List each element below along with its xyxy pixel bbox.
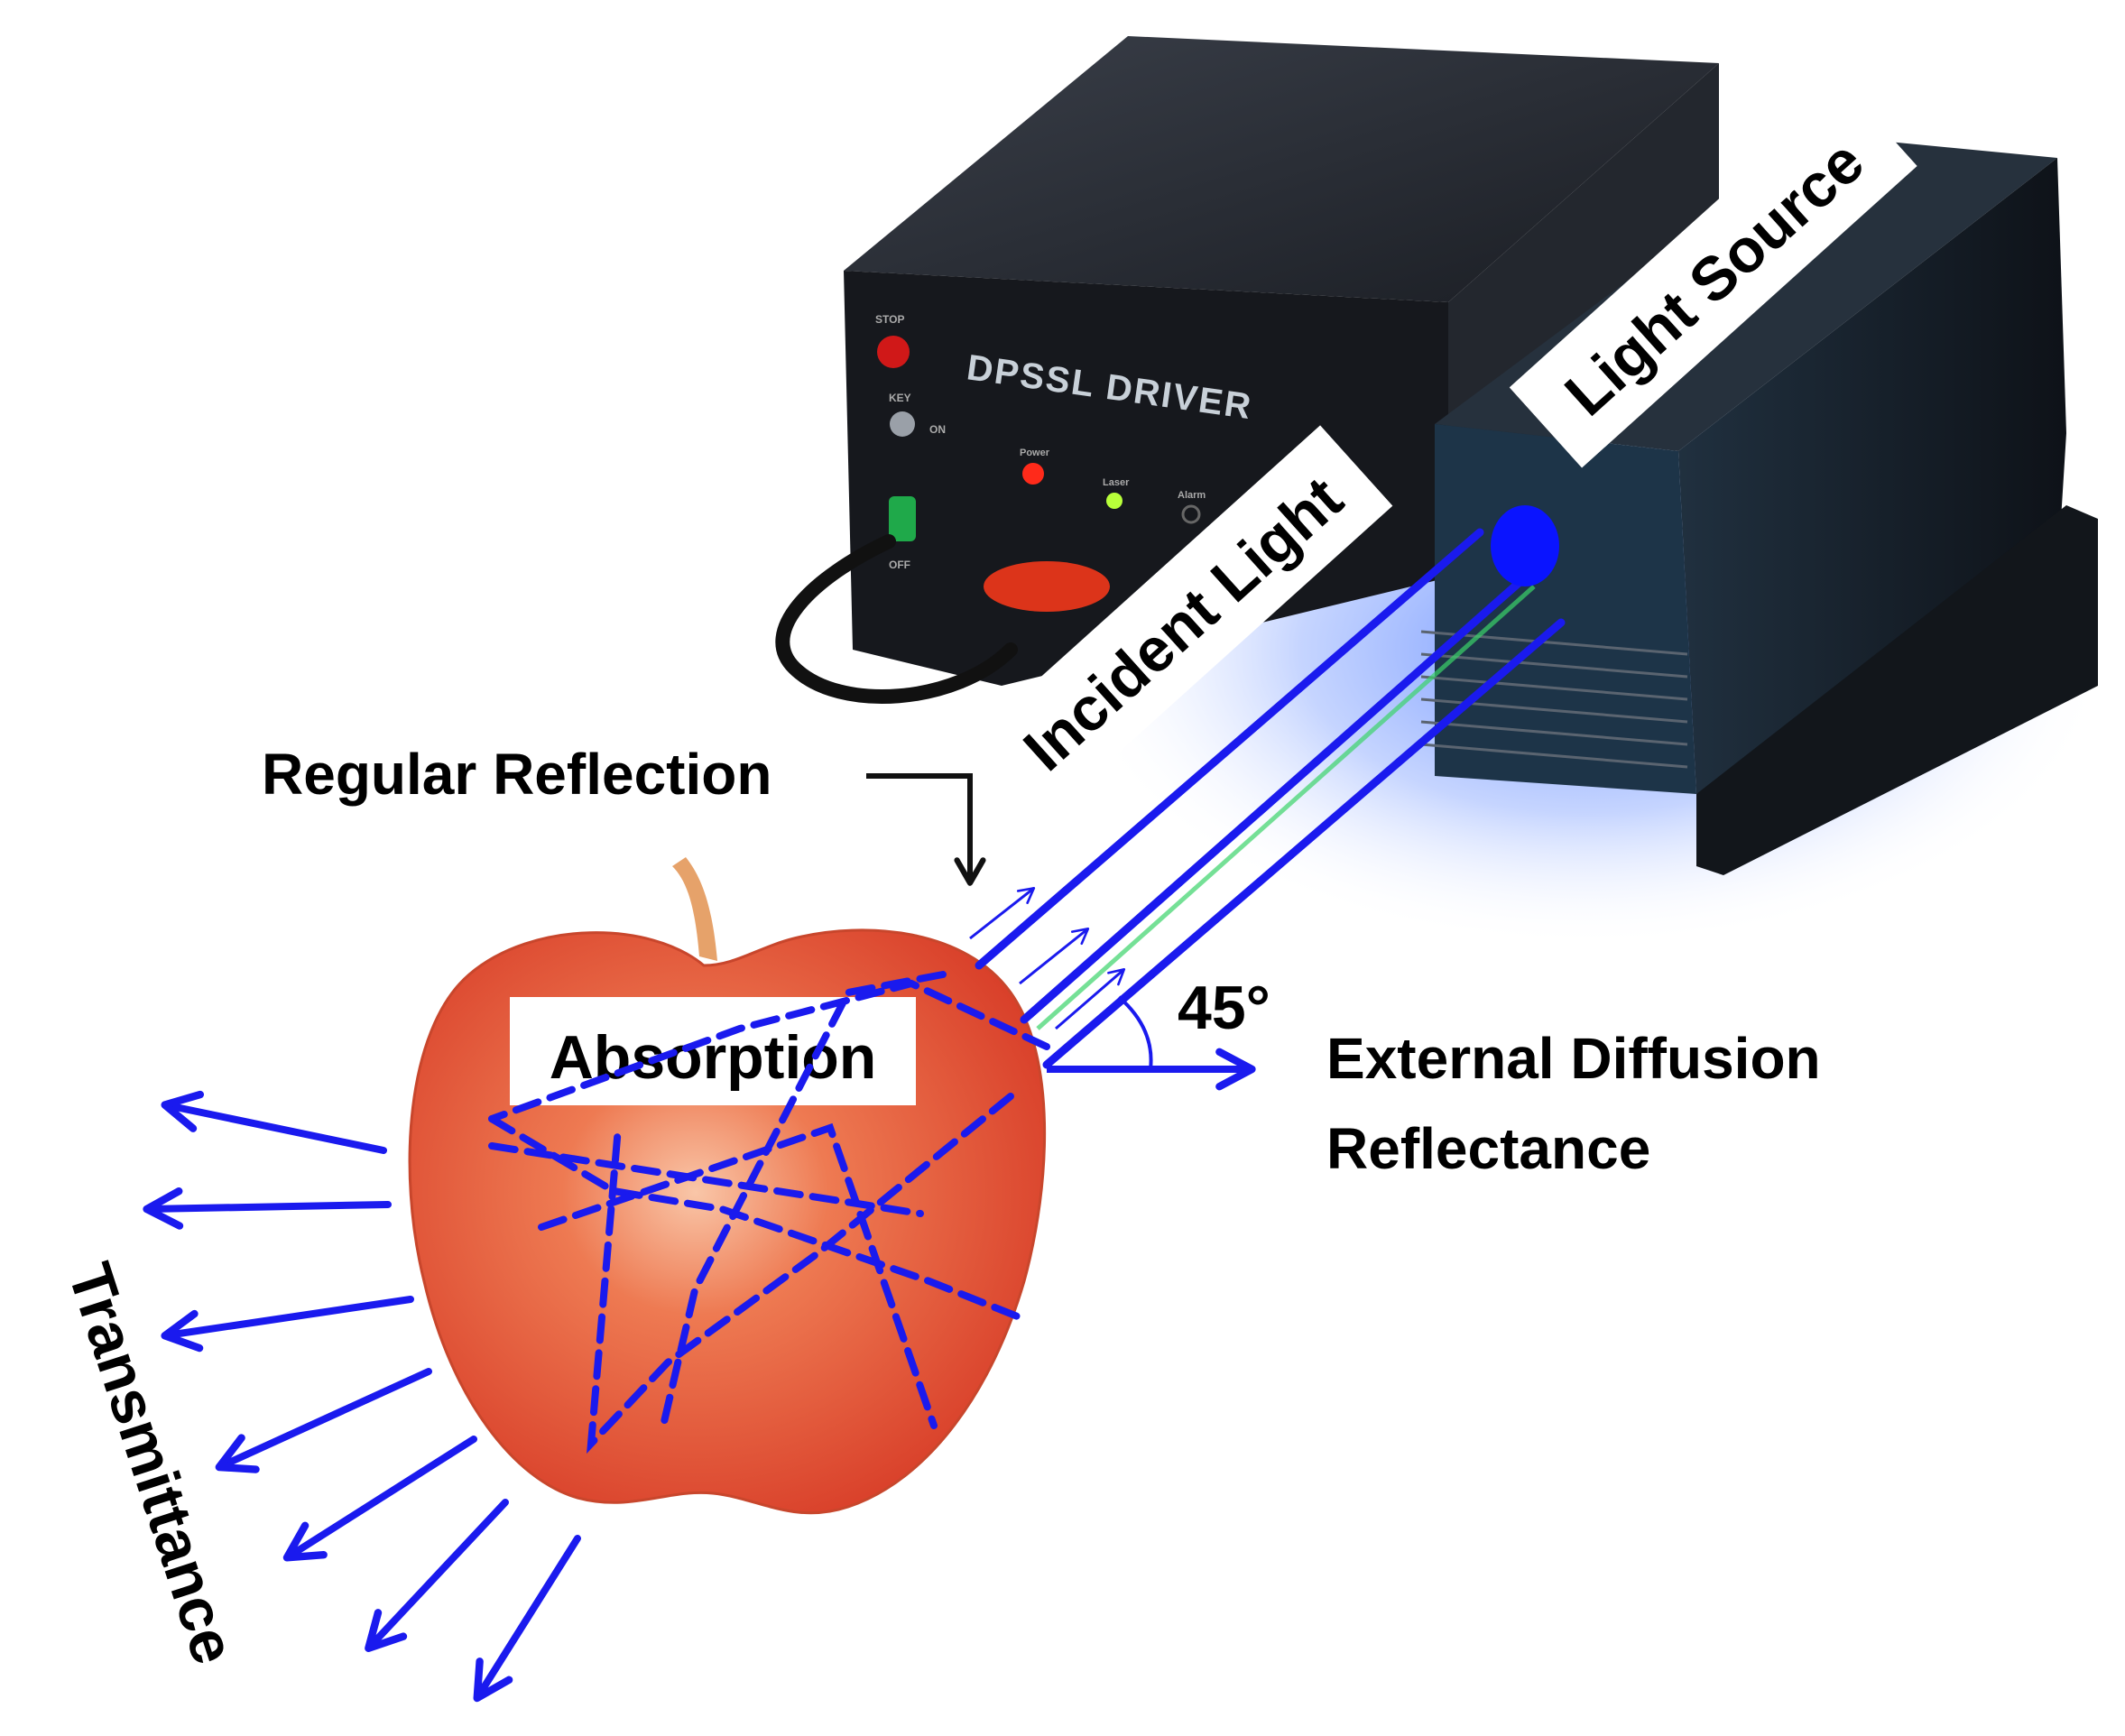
- transmittance-arrow-7: [473, 1535, 581, 1703]
- external-diffusion-label-line1: External Diffusion: [1326, 1026, 1821, 1091]
- external-diffusion-label-line2: Reflectance: [1326, 1116, 1650, 1181]
- transmittance-arrow-4: [215, 1368, 432, 1473]
- driver-box-top: [844, 36, 1719, 302]
- power-cable: [775, 534, 1018, 704]
- incident-beam-middle: [1020, 573, 1529, 1024]
- red-light-panel: [984, 561, 1110, 612]
- transmittance-arrow-3: [161, 1296, 414, 1353]
- incident-beam-lower: [1042, 618, 1566, 1069]
- laser-base-plate: [1696, 505, 2098, 875]
- laser-device: DPSSL DRIVER STOP KEY ON OFF Power Laser…: [775, 36, 2111, 947]
- transmittance-arrows: [143, 1090, 581, 1703]
- laser-head-front: [1435, 424, 1696, 794]
- power-indicator: [1022, 463, 1044, 485]
- stop-button: [877, 336, 910, 368]
- regular-reflection-label: Regular Reflection: [262, 742, 771, 807]
- reflection-arrow-3: [1055, 967, 1126, 1030]
- scatter-path-4: [488, 1142, 924, 1217]
- incident-beams: [975, 528, 1566, 1069]
- light-source-dot: [1491, 505, 1559, 586]
- transmittance-arrow-2: [143, 1187, 392, 1230]
- angle-arc: [1117, 995, 1153, 1070]
- apple-stem: [672, 857, 717, 961]
- transmittance-arrow-6: [365, 1499, 509, 1652]
- stop-label: STOP: [875, 313, 904, 326]
- regular-reflection-arrows: [969, 887, 1126, 1030]
- scatter-path-2: [488, 1115, 1023, 1321]
- power-switch: [889, 496, 916, 541]
- incident-beam-upper: [975, 528, 1484, 970]
- laser-head-side: [1678, 158, 2066, 794]
- alarm-indicator: [1181, 504, 1201, 524]
- scatter-path-5: [538, 1122, 938, 1429]
- off-label: OFF: [889, 559, 910, 571]
- scatter-path-3: [587, 1093, 1014, 1454]
- angle-label: 45°: [1178, 974, 1270, 1042]
- scatter-path-1: [488, 979, 1050, 1122]
- absorption-label-box: [510, 997, 916, 1105]
- reflection-arrow-2: [1019, 928, 1090, 985]
- power-indicator-label: Power: [1020, 448, 1050, 458]
- green-beam: [1036, 585, 1536, 1030]
- scatter-path-6: [660, 971, 947, 1429]
- key-switch: [890, 411, 915, 437]
- laser-indicator-label: Laser: [1103, 477, 1130, 488]
- heatsink-fins: [1420, 630, 1688, 769]
- on-label: ON: [929, 423, 946, 436]
- reflection-arrow-1: [969, 887, 1036, 940]
- regular-reflection-pointer: [866, 773, 986, 886]
- alarm-indicator-label: Alarm: [1178, 490, 1206, 501]
- key-label: KEY: [889, 392, 911, 404]
- transmittance-arrow-1: [161, 1090, 387, 1154]
- laser-indicator: [1106, 493, 1123, 509]
- internal-scattering-paths: [488, 971, 1050, 1454]
- transmittance-arrow-5: [282, 1436, 477, 1562]
